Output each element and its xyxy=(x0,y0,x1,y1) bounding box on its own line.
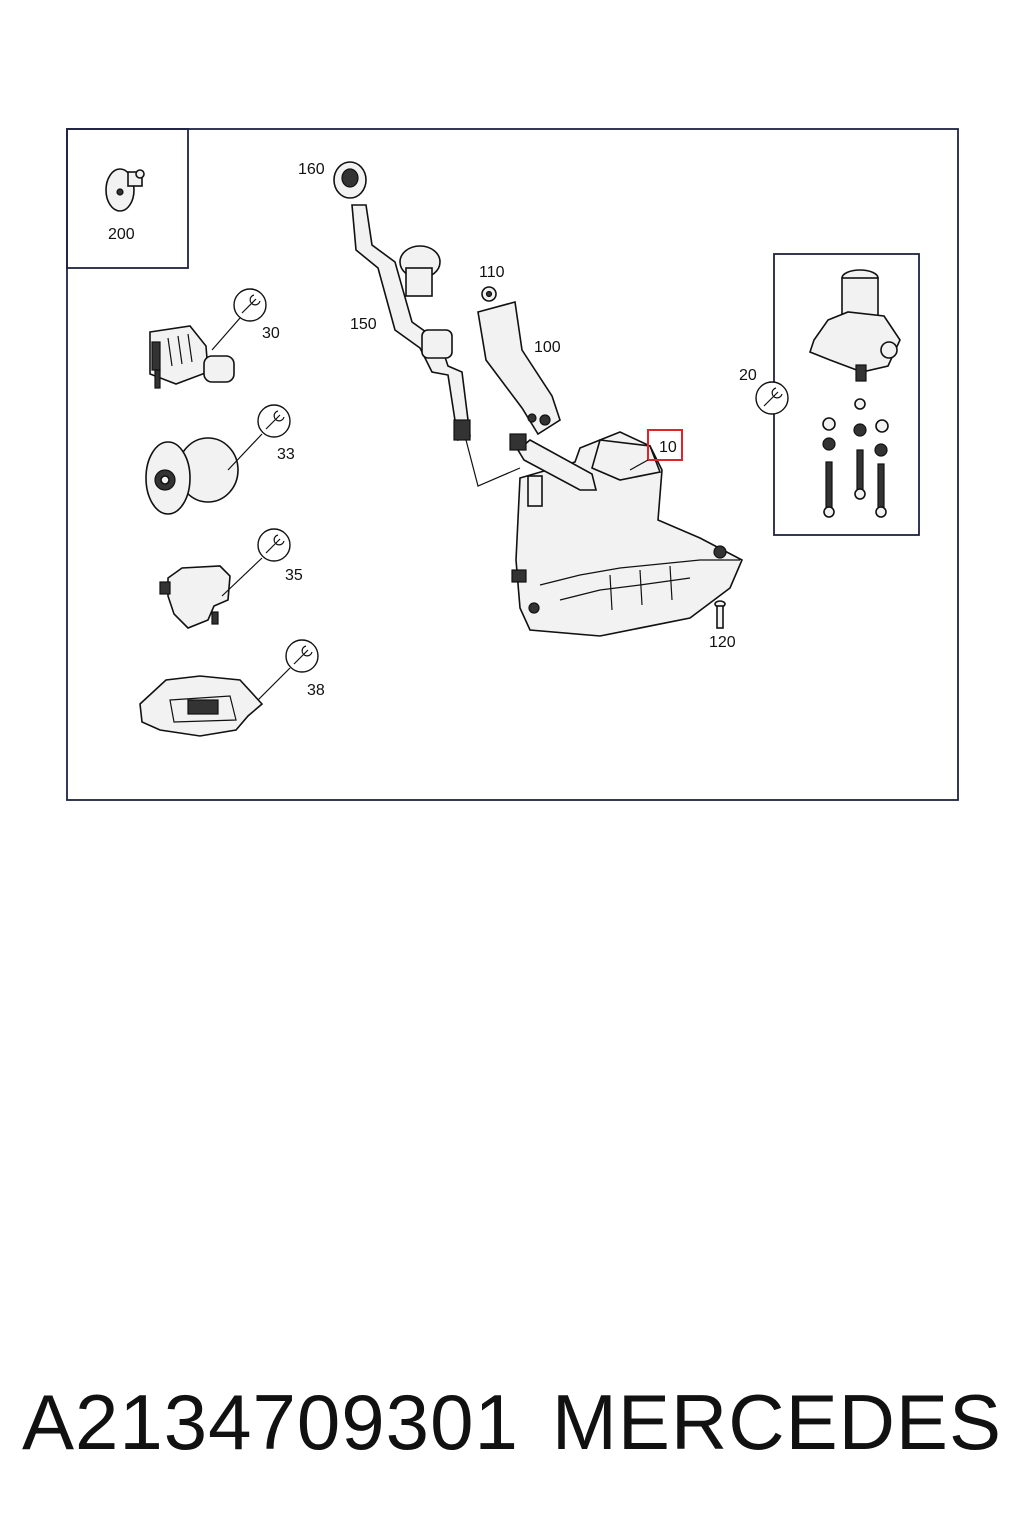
wrench-icon-35 xyxy=(221,528,291,597)
brand-name: MERCEDES xyxy=(551,1377,1002,1466)
part-20-pump[interactable] xyxy=(809,269,901,382)
wrench-icon-30 xyxy=(211,288,267,351)
leader-150 xyxy=(465,439,521,487)
part-10-housing[interactable] xyxy=(509,431,744,637)
diagram-frame xyxy=(66,128,959,801)
wrench-icon-33 xyxy=(227,404,291,471)
wrench-icon-20 xyxy=(755,381,789,415)
part-number: A2134709301 xyxy=(22,1377,519,1466)
label-160: 160 xyxy=(298,161,325,178)
label-150: 150 xyxy=(350,316,377,333)
wrench-icon-38 xyxy=(257,639,319,701)
label-120: 120 xyxy=(709,634,736,651)
part-33-motor[interactable] xyxy=(145,437,239,515)
label-200: 200 xyxy=(108,226,135,243)
part-110-washer[interactable] xyxy=(481,286,497,302)
part-200-screw[interactable] xyxy=(105,168,145,212)
label-20: 20 xyxy=(739,367,757,384)
label-33: 33 xyxy=(277,446,295,463)
label-110: 110 xyxy=(479,264,505,281)
part-100-bracket[interactable] xyxy=(477,300,561,436)
part-160-cap[interactable] xyxy=(333,161,367,199)
label-10: 10 xyxy=(659,439,677,456)
inset-200 xyxy=(66,128,189,269)
label-38: 38 xyxy=(307,682,325,699)
part-30-module[interactable] xyxy=(149,325,235,389)
part-38-gasket[interactable] xyxy=(139,675,264,737)
part-35-actuator[interactable] xyxy=(159,565,231,629)
label-30: 30 xyxy=(262,325,280,342)
part-150-hose[interactable] xyxy=(351,204,471,442)
part-120-bolt[interactable] xyxy=(714,600,726,629)
label-100: 100 xyxy=(534,339,561,356)
part-20-fasteners[interactable] xyxy=(822,398,889,518)
label-35: 35 xyxy=(285,567,303,584)
leader-10 xyxy=(629,459,649,471)
highlight-10[interactable] xyxy=(647,429,683,461)
caption: A2134709301 MERCEDES xyxy=(0,1372,1024,1472)
